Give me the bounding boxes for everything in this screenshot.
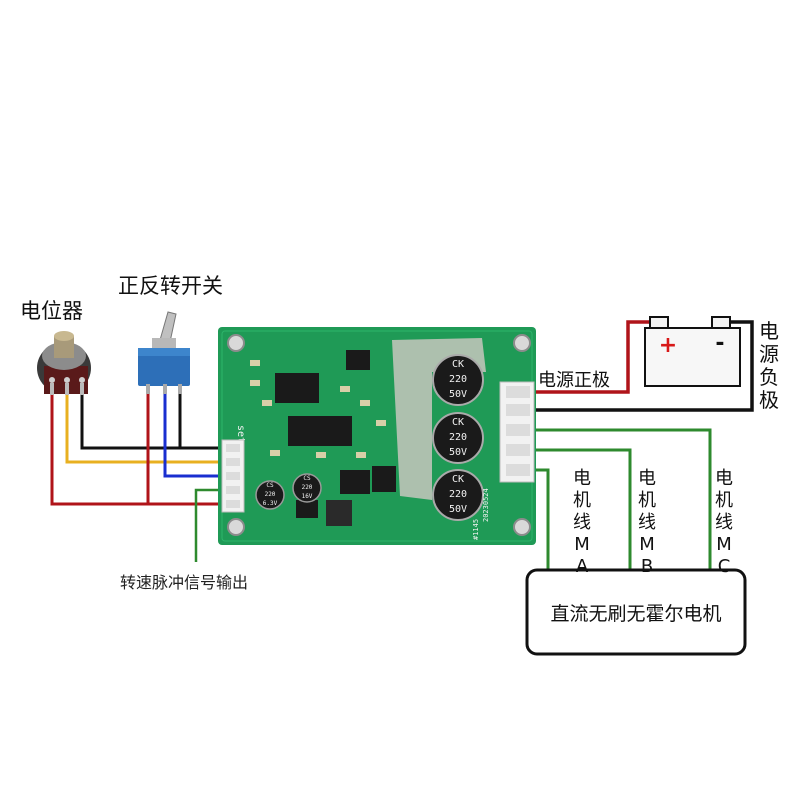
mount-hole (513, 518, 531, 536)
ic-chip (288, 416, 352, 446)
capacitor-middle: CK 220 50V (432, 412, 484, 464)
small-capacitor-left: CS 220 6.3V (255, 480, 285, 510)
pot-wire-yellow (65, 395, 232, 464)
mount-hole (227, 334, 245, 352)
silk-id: #1145 (472, 519, 480, 540)
svg-text:CK: CK (452, 359, 464, 370)
mount-hole (227, 518, 245, 536)
pot-wire-black (80, 395, 232, 450)
toggle-switch (138, 311, 190, 394)
svg-text:220: 220 (302, 484, 313, 491)
mosfet (326, 500, 352, 526)
ic-chip (372, 466, 396, 492)
power-negative-label: 电源负极 (759, 319, 779, 412)
motor-wire-a (532, 428, 712, 570)
capacitor-top: CK 220 50V (432, 354, 484, 406)
silk-set: set (235, 425, 246, 443)
svg-text:50V: 50V (449, 447, 467, 458)
copper-plane (392, 338, 486, 500)
small-capacitor-right: CS 220 16V (292, 473, 322, 503)
power-wire-red (532, 320, 660, 394)
pot-wire-red (50, 395, 232, 506)
power-wire-black (532, 320, 754, 412)
battery-plus-sign: + (659, 333, 677, 358)
svg-text:CS: CS (303, 475, 311, 482)
svg-text:220: 220 (449, 489, 467, 500)
speed-pulse-label: 转速脉冲信号输出 (120, 573, 248, 592)
direction-switch-label: 正反转开关 (118, 274, 223, 298)
svg-text:6.3V: 6.3V (263, 500, 278, 507)
controller-board: CS 220 6.3V CS 220 16V CK 220 50V CK 220… (218, 327, 536, 545)
motor-wire-c (532, 468, 550, 570)
svg-text:CK: CK (452, 474, 464, 485)
capacitor-bottom: CK 220 50V (432, 469, 484, 521)
svg-text:220: 220 (265, 491, 276, 498)
svg-text:CS: CS (266, 482, 274, 489)
motor-wire-b (532, 448, 632, 570)
svg-text:220: 220 (449, 374, 467, 385)
battery-minus-sign: - (715, 331, 724, 356)
svg-text:16V: 16V (302, 493, 313, 500)
svg-text:220: 220 (449, 432, 467, 443)
svg-text:50V: 50V (449, 389, 467, 400)
battery: + - (644, 316, 741, 387)
motor: 直流无刷无霍尔电机 (525, 568, 747, 656)
switch-wire-blue (163, 393, 232, 478)
ic-chip (346, 350, 370, 370)
silk-date: 20230524 (482, 488, 490, 522)
ic-chip (296, 500, 318, 518)
potentiometer (37, 331, 91, 395)
ic-chip (275, 373, 319, 403)
power-positive-label: 电源正极 (538, 370, 610, 391)
wires (50, 320, 754, 570)
motor-label: 直流无刷无霍尔电机 (550, 603, 721, 625)
ic-chip (340, 470, 370, 494)
mount-hole (513, 334, 531, 352)
svg-text:CK: CK (452, 417, 464, 428)
svg-text:50V: 50V (449, 504, 467, 515)
potentiometer-label: 电位器 (20, 299, 83, 323)
